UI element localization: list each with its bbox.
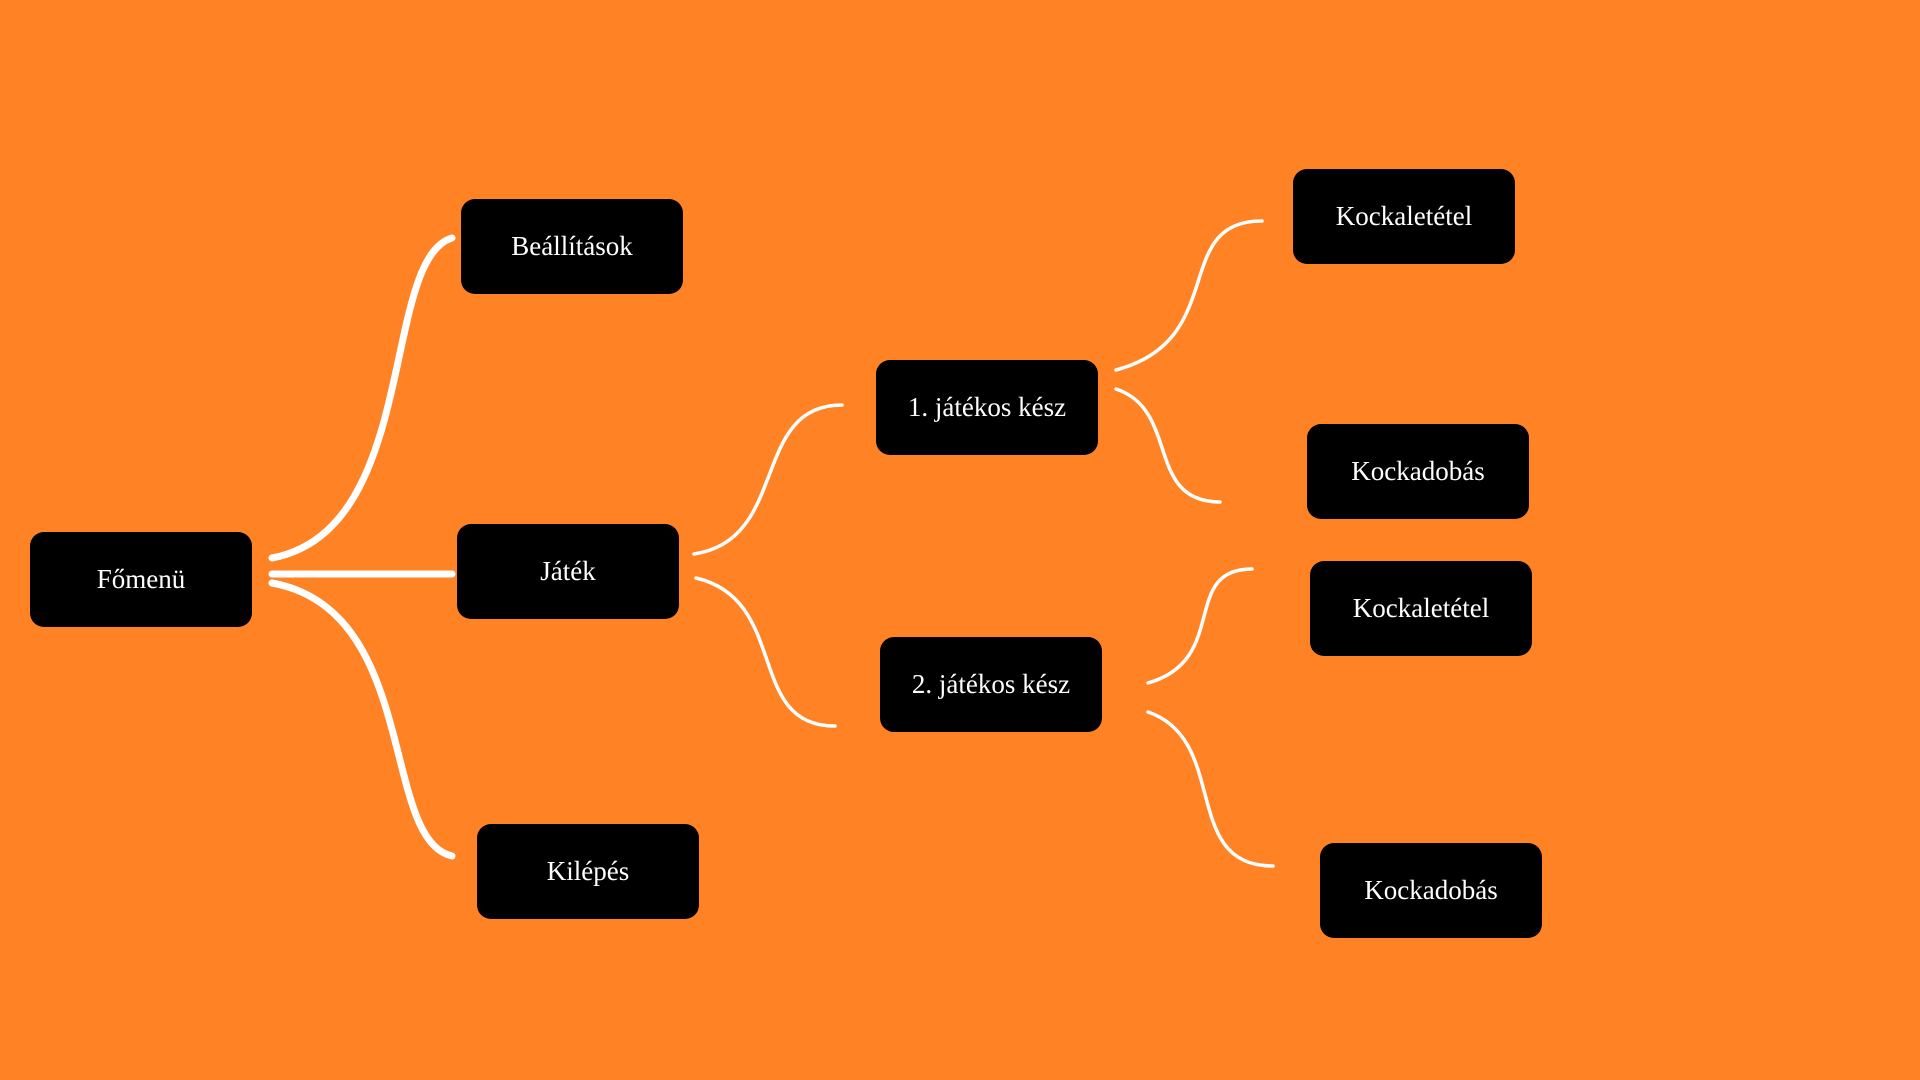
link-fomenu-beallitasok [268, 234, 456, 562]
node-fomenu: Főmenü [30, 532, 252, 627]
node-kockaletetel-1: Kockaletétel [1293, 169, 1515, 264]
node-kockadobas-2: Kockadobás [1320, 843, 1542, 938]
link-jatekos2-kockadobas2 [1146, 710, 1275, 868]
node-kockaletetel-2: Kockaletétel [1310, 561, 1532, 656]
node-jatekos1-kesz: 1. játékos kész [876, 360, 1098, 455]
link-jatekos1-kockaletetel1 [1114, 219, 1264, 372]
node-jatek: Játék [457, 524, 679, 619]
link-jatek-jatekos2 [694, 576, 837, 728]
link-jatekos2-kockaletetel2 [1146, 567, 1254, 685]
link-fomenu-kilepes [268, 579, 456, 860]
link-jatek-jatekos1 [692, 403, 844, 556]
node-jatekos2-kesz: 2. játékos kész [880, 637, 1102, 732]
node-kockadobas-1: Kockadobás [1307, 424, 1529, 519]
link-jatekos1-kockadobas1 [1114, 387, 1222, 504]
node-beallitasok: Beállítások [461, 199, 683, 294]
node-kilepes: Kilépés [477, 824, 699, 919]
